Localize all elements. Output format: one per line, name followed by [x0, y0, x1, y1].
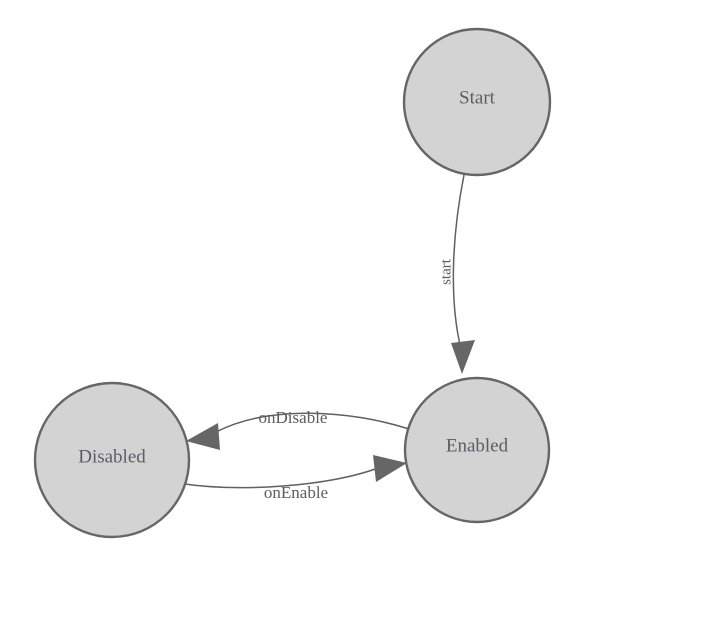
edge-disabled-to-enabled-line: [177, 467, 379, 489]
node-start-circle: [402, 27, 552, 177]
edge-label-start: start: [438, 258, 454, 285]
edge-label-on-disable: onDisable: [259, 408, 328, 427]
edge-start-to-enabled-arrowhead: [451, 340, 475, 374]
node-disabled-label: Disabled: [78, 446, 146, 467]
edge-label-on-enable: onEnable: [264, 483, 328, 502]
edge-enabled-to-disabled[interactable]: [186, 412, 410, 450]
node-enabled-label: Enabled: [446, 435, 509, 456]
node-disabled[interactable]: Disabled: [33, 381, 191, 539]
node-start-label: Start: [459, 87, 496, 108]
edge-disabled-to-enabled-arrowhead: [373, 455, 407, 482]
node-disabled-circle: [33, 381, 191, 539]
edge-start-to-enabled-line: [452, 174, 465, 350]
edge-disabled-to-enabled[interactable]: [177, 455, 407, 489]
node-enabled-circle: [403, 376, 551, 524]
node-start[interactable]: Start: [402, 27, 552, 177]
edge-enabled-to-disabled-arrowhead: [186, 423, 220, 450]
node-enabled[interactable]: Enabled: [403, 376, 551, 524]
edge-enabled-to-disabled-line: [215, 412, 410, 433]
edge-start-to-enabled[interactable]: [451, 174, 475, 374]
